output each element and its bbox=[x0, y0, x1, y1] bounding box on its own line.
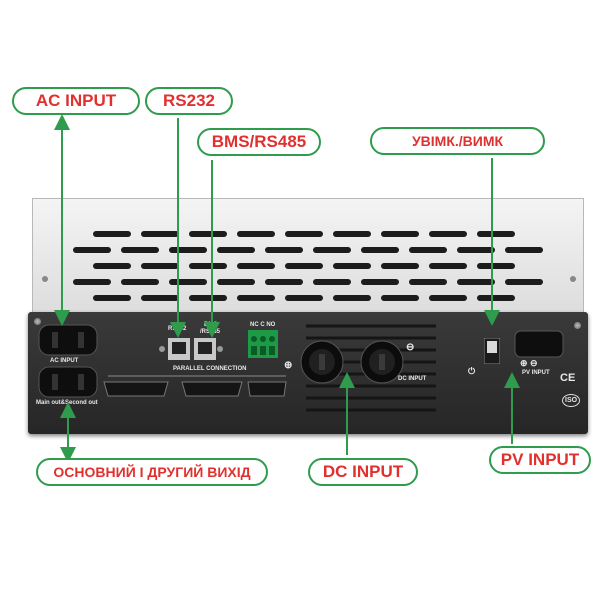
positive-symbol-icon: ⊕ bbox=[284, 360, 293, 371]
rear-panel: AC INPUT Main out&Second out RS232 BMS /… bbox=[28, 312, 588, 434]
callout-ac-input: AC INPUT bbox=[12, 87, 140, 115]
parallel-ports bbox=[103, 375, 287, 397]
dry-contact-terminal bbox=[248, 330, 278, 358]
screw-icon bbox=[34, 318, 41, 325]
dc-input-terminal-negative bbox=[360, 340, 404, 384]
ac-input-socket bbox=[38, 324, 98, 356]
rj45-ports bbox=[159, 338, 223, 360]
rs485-label: /RS485 bbox=[200, 329, 221, 335]
output-socket bbox=[38, 366, 98, 398]
dc-input-terminal-positive bbox=[300, 340, 344, 384]
pv-input-socket bbox=[514, 330, 564, 358]
parallel-connection-label: PARALLEL CONNECTION bbox=[173, 366, 247, 372]
power-switch[interactable] bbox=[484, 338, 500, 364]
callout-dc-input: DC INPUT bbox=[308, 458, 418, 486]
screw-icon bbox=[574, 322, 581, 329]
callout-rs232: RS232 bbox=[145, 87, 233, 115]
iso-mark: ISO bbox=[562, 394, 581, 407]
callout-bms-rs485: BMS/RS485 bbox=[197, 128, 321, 156]
nc-c-no-label: NC C NO bbox=[250, 322, 276, 328]
power-symbol-icon: ⏻ bbox=[468, 366, 476, 376]
rs232-label: RS232 bbox=[168, 326, 187, 332]
main-second-out-label: Main out&Second out bbox=[36, 400, 98, 406]
inverter-top-cover bbox=[32, 198, 584, 318]
negative-symbol-icon: ⊖ bbox=[406, 342, 415, 353]
vent-slots bbox=[42, 231, 576, 301]
dc-input-label: DC INPUT bbox=[398, 376, 427, 382]
bms-label: BMS bbox=[204, 322, 218, 328]
callout-outputs: ОСНОВНИЙ І ДРУГИЙ ВИХІД bbox=[36, 458, 268, 486]
pv-input-label: PV INPUT bbox=[522, 370, 550, 376]
callout-power-switch: УВІМК./ВИМК bbox=[370, 127, 545, 155]
ac-input-label: AC INPUT bbox=[50, 358, 79, 364]
callout-pv-input: PV INPUT bbox=[489, 446, 591, 474]
pv-polarity-icon: ⊕ ⊖ bbox=[520, 358, 538, 368]
ce-mark: CE bbox=[560, 372, 576, 384]
